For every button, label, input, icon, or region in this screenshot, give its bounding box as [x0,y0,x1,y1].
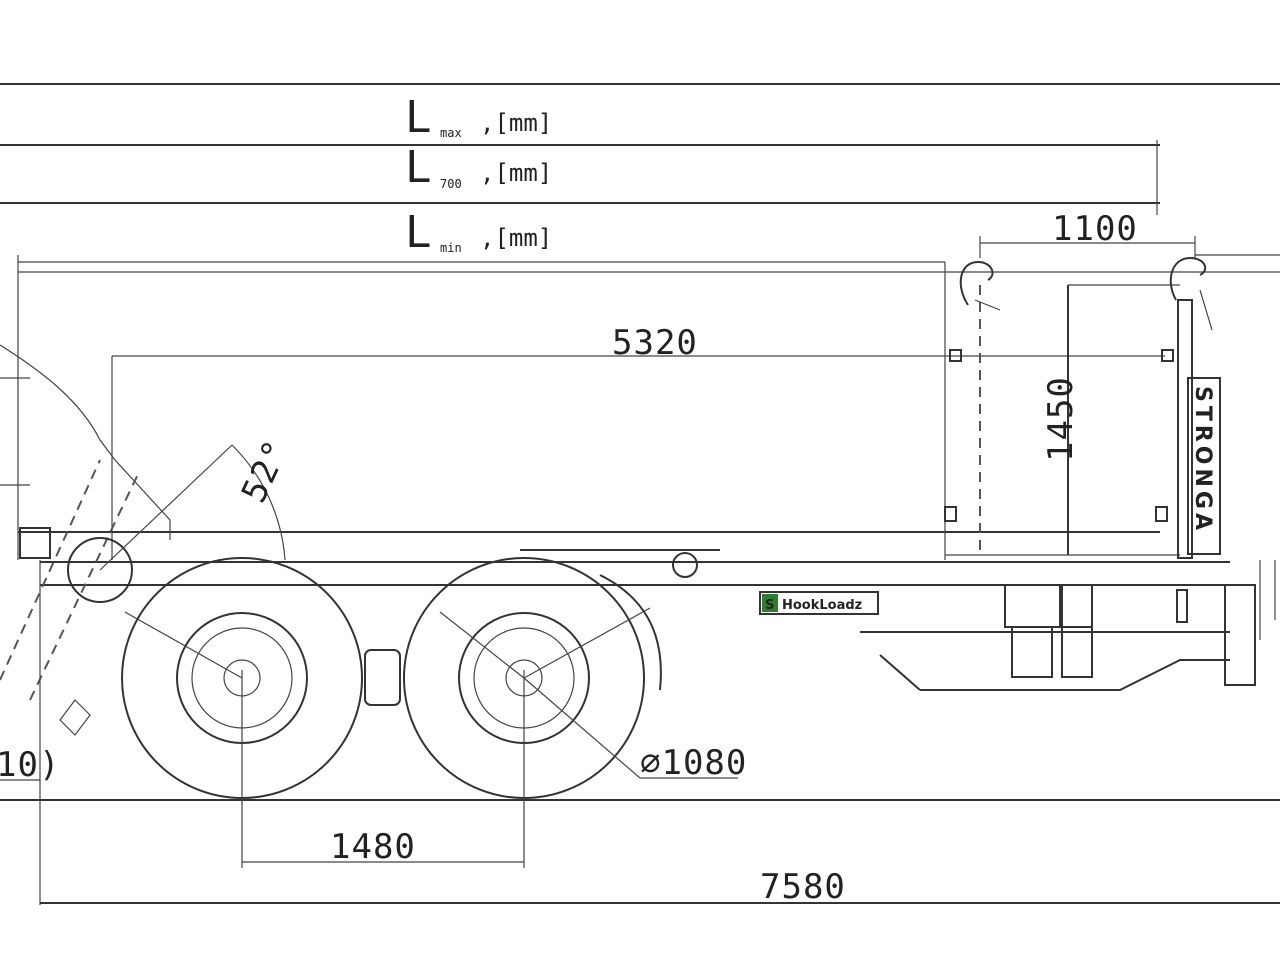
body-length-dimension: 5320 [111,323,1165,560]
axle-bracket [364,649,401,706]
front-partial-value: 10) [0,745,60,785]
svg-text:,[mm]: ,[mm] [480,159,552,187]
hookloadz-plate: S HookLoadz [762,594,862,613]
tilt-angle-value: 52° [234,434,297,509]
length-dimension-lines [0,83,1280,560]
container-body [18,262,1180,560]
svg-text:L: L [405,207,432,258]
cab-outline [0,344,171,736]
dimension-label-l-max: L max ,[mm] [405,92,552,143]
svg-text:L: L [405,92,432,143]
wheel-diameter-value: ⌀1080 [640,743,747,783]
body-length-value: 5320 [612,323,698,363]
chassis-frame [40,549,1276,691]
svg-text:min: min [440,241,462,255]
svg-text:L: L [405,142,432,193]
svg-text:,[mm]: ,[mm] [480,109,552,137]
hook-arm [959,256,1221,559]
dimension-label-l-min: L min ,[mm] [405,207,552,258]
hook-offset-value: 1100 [1052,209,1138,249]
hook-height-value: 1450 [1041,376,1081,462]
svg-text:700: 700 [440,177,462,191]
svg-text:,[mm]: ,[mm] [480,224,552,252]
plate-logo: S [765,598,774,613]
ground-and-bottom-dimensions [0,560,1280,905]
rear-fender [599,574,662,691]
vertical-brand-label: STRONGA [1190,386,1215,534]
overall-length-value: 7580 [760,867,846,907]
tilt-angle-indicator: 52° [99,434,297,571]
hook-offset-dimension: 1100 [979,209,1280,258]
axle-spacing-value: 1480 [330,827,416,867]
svg-text:max: max [440,126,462,140]
plate-brand-label: HookLoadz [782,598,862,613]
dimension-label-l-700: L 700 ,[mm] [405,142,552,193]
